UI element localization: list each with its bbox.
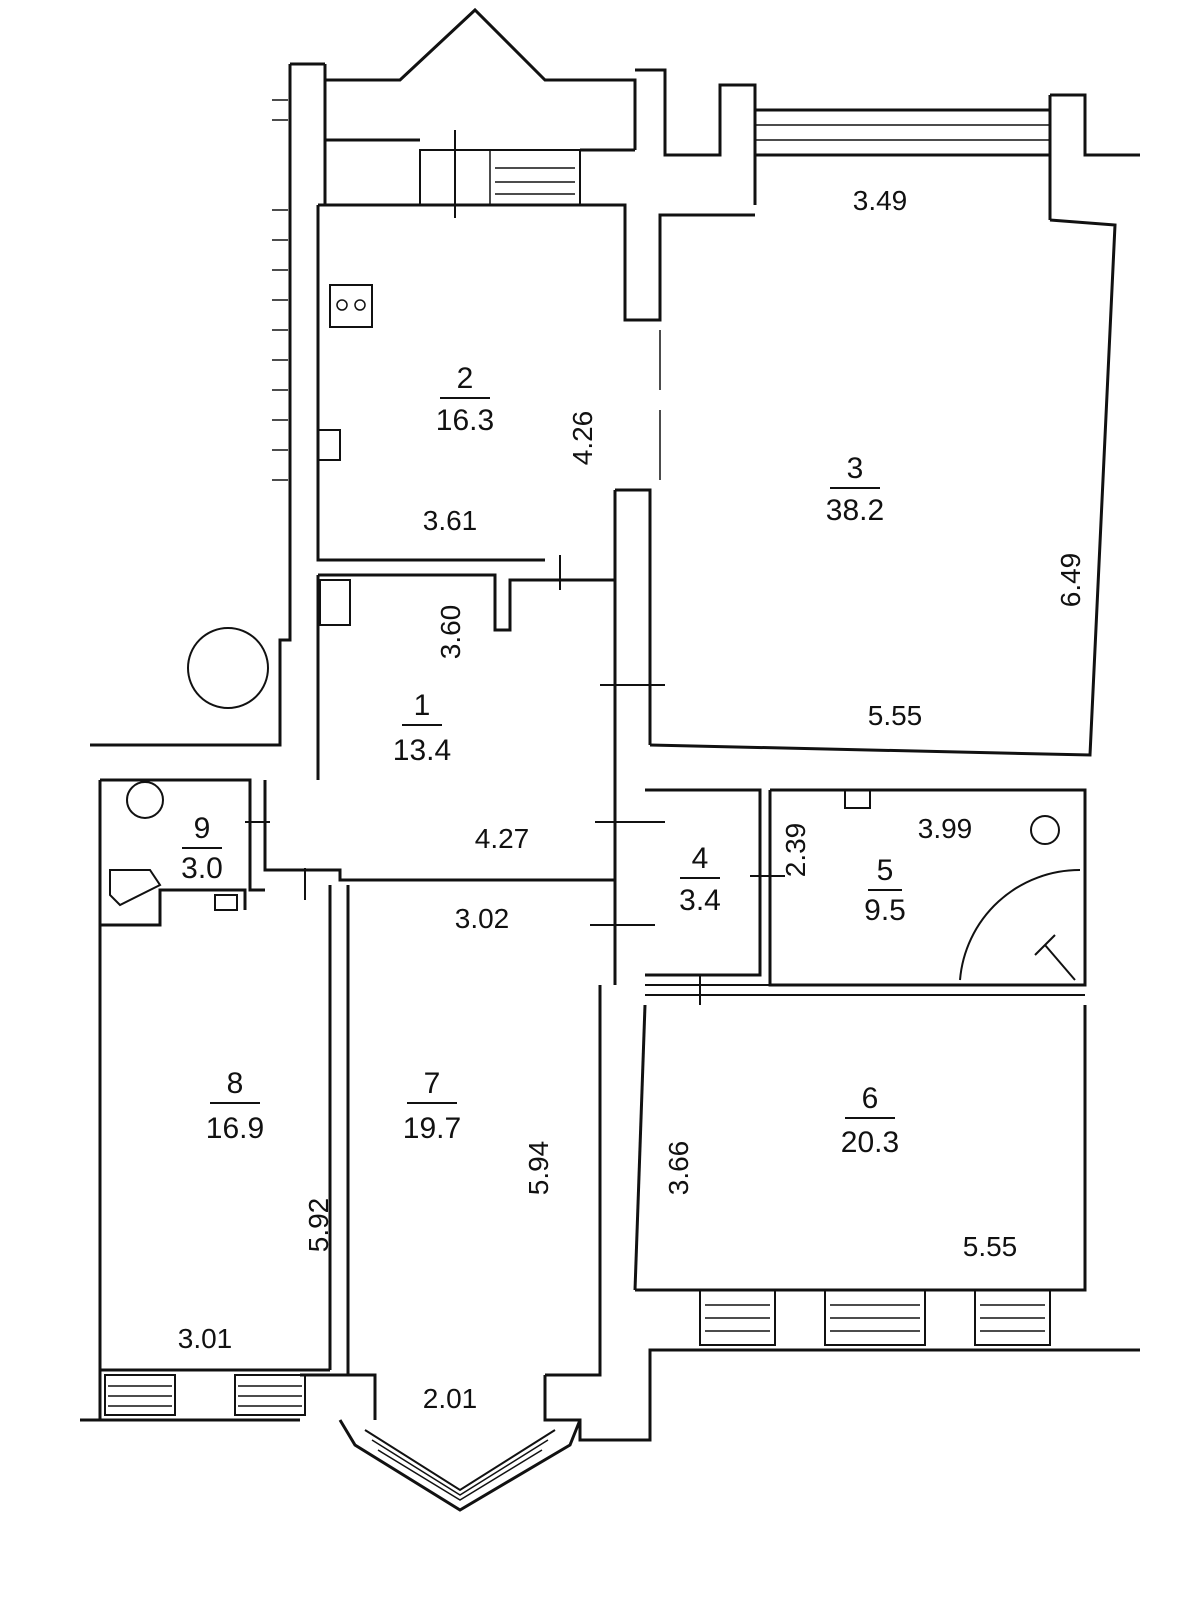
svg-text:3.4: 3.4 bbox=[679, 884, 721, 917]
svg-text:38.2: 38.2 bbox=[826, 494, 884, 527]
column-icon bbox=[187, 627, 269, 709]
room-9-label: 9 3.0 bbox=[181, 812, 223, 885]
room-labels: 1 13.4 2 16.3 3 38.2 4 3.4 5 9.5 6 20.3 bbox=[181, 362, 906, 1159]
room-1-label: 1 13.4 bbox=[393, 689, 451, 767]
interior-walls bbox=[100, 203, 1087, 1375]
dim-r7-height: 5.94 bbox=[523, 1141, 554, 1196]
svg-text:4: 4 bbox=[692, 842, 709, 875]
fixtures bbox=[187, 284, 373, 709]
svg-text:9: 9 bbox=[194, 812, 211, 845]
dim-r1-width: 4.27 bbox=[475, 823, 530, 854]
dim-r8-width: 3.01 bbox=[178, 1323, 233, 1354]
svg-text:1: 1 bbox=[414, 689, 431, 722]
sink-icon bbox=[317, 429, 341, 461]
dim-bay-width: 2.01 bbox=[423, 1383, 478, 1414]
room-3-label: 3 38.2 bbox=[826, 452, 884, 527]
svg-text:6: 6 bbox=[862, 1082, 879, 1115]
dim-r2-height: 4.26 bbox=[567, 411, 598, 466]
svg-text:3: 3 bbox=[847, 452, 864, 485]
dim-r6-height: 3.66 bbox=[663, 1141, 694, 1196]
dim-r2-width: 3.61 bbox=[423, 505, 478, 536]
svg-text:5: 5 bbox=[877, 854, 894, 887]
dim-r3-top: 3.49 bbox=[853, 185, 908, 216]
room-6-label: 6 20.3 bbox=[841, 1082, 899, 1159]
stove-icon bbox=[329, 284, 373, 328]
room-4-label: 4 3.4 bbox=[679, 842, 721, 917]
svg-text:20.3: 20.3 bbox=[841, 1126, 899, 1159]
svg-text:13.4: 13.4 bbox=[393, 734, 451, 767]
dimensions: 3.61 4.26 3.49 5.55 6.49 3.60 4.27 3.99 … bbox=[178, 185, 1086, 1414]
dim-r3-height: 6.49 bbox=[1055, 553, 1086, 608]
dim-r5-height: 2.39 bbox=[780, 823, 811, 878]
dim-r8-height: 5.92 bbox=[303, 1198, 334, 1253]
room-7-label: 7 19.7 bbox=[403, 1067, 461, 1145]
svg-text:16.9: 16.9 bbox=[206, 1112, 264, 1145]
dim-r6-width: 5.55 bbox=[963, 1231, 1018, 1262]
exterior-walls bbox=[80, 7, 1140, 1512]
svg-text:8: 8 bbox=[227, 1067, 244, 1100]
dim-r1-height: 3.60 bbox=[435, 605, 466, 660]
dim-r7-width: 3.02 bbox=[455, 903, 510, 934]
svg-text:3.0: 3.0 bbox=[181, 852, 223, 885]
room-5-label: 5 9.5 bbox=[864, 854, 906, 927]
dim-r3-width: 5.55 bbox=[868, 700, 923, 731]
dim-r5-width: 3.99 bbox=[918, 813, 973, 844]
room-8-label: 8 16.9 bbox=[206, 1067, 264, 1145]
svg-text:9.5: 9.5 bbox=[864, 894, 906, 927]
svg-text:7: 7 bbox=[424, 1067, 441, 1100]
svg-text:16.3: 16.3 bbox=[436, 404, 494, 437]
svg-text:2: 2 bbox=[457, 362, 474, 395]
svg-text:19.7: 19.7 bbox=[403, 1112, 461, 1145]
room-2-label: 2 16.3 bbox=[436, 362, 494, 437]
